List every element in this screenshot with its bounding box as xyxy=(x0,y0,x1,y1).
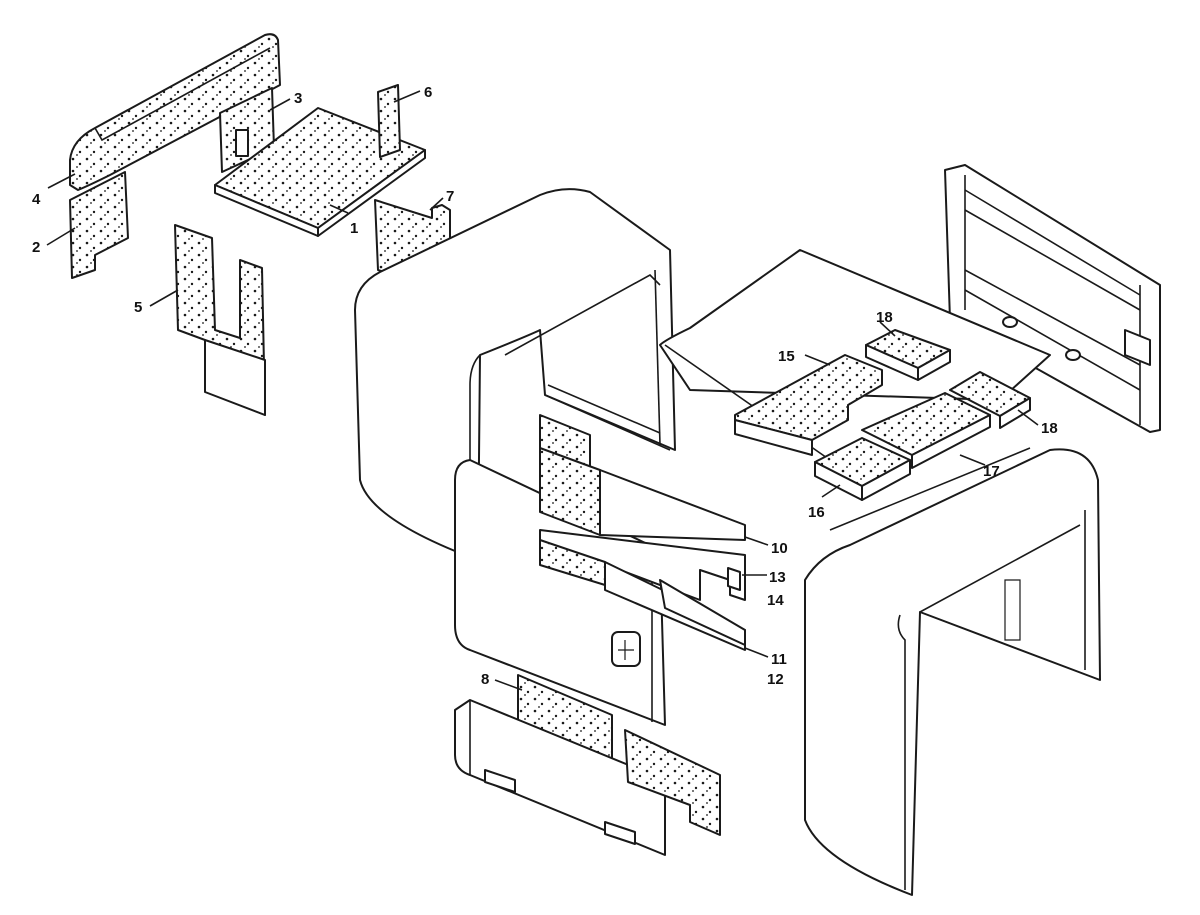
part-16-block xyxy=(814,437,911,501)
part-6-pad xyxy=(377,84,401,158)
callout-7: 7 xyxy=(446,188,454,205)
part-18-block-a xyxy=(865,329,951,381)
part-18-block-b xyxy=(949,371,1031,429)
center-cabinet-housing xyxy=(354,188,676,561)
callout-14: 14 xyxy=(767,592,784,609)
part-11-strip xyxy=(539,539,746,651)
callout-18-right: 18 xyxy=(1041,420,1058,437)
part-10-strip xyxy=(539,447,746,541)
callout-5: 5 xyxy=(134,299,142,316)
callout-15: 15 xyxy=(778,348,795,365)
callout-6: 6 xyxy=(424,84,432,101)
callout-17: 17 xyxy=(983,463,1000,480)
bottom-base-panel xyxy=(454,699,721,856)
part-17-block xyxy=(861,392,991,469)
callout-4: 4 xyxy=(32,191,41,208)
callout-2: 2 xyxy=(32,239,40,256)
callout-11: 11 xyxy=(771,651,787,668)
callout-16: 16 xyxy=(808,504,825,521)
part-2-pad xyxy=(69,171,129,279)
callout-8: 8 xyxy=(481,671,489,688)
callout-18-top: 18 xyxy=(876,309,893,326)
right-rear-frame xyxy=(944,164,1161,433)
callout-1: 1 xyxy=(350,220,358,237)
callout-10: 10 xyxy=(771,540,788,557)
callout-3: 3 xyxy=(294,90,302,107)
part-1-board xyxy=(214,107,426,237)
leader-lines xyxy=(46,90,1039,691)
part-15-block xyxy=(734,354,883,456)
right-front-cover xyxy=(804,447,1101,896)
part-5-pad xyxy=(174,224,266,416)
part-4-long-pad xyxy=(69,33,281,191)
callout-12: 12 xyxy=(767,671,784,688)
callout-13: 13 xyxy=(769,569,786,586)
